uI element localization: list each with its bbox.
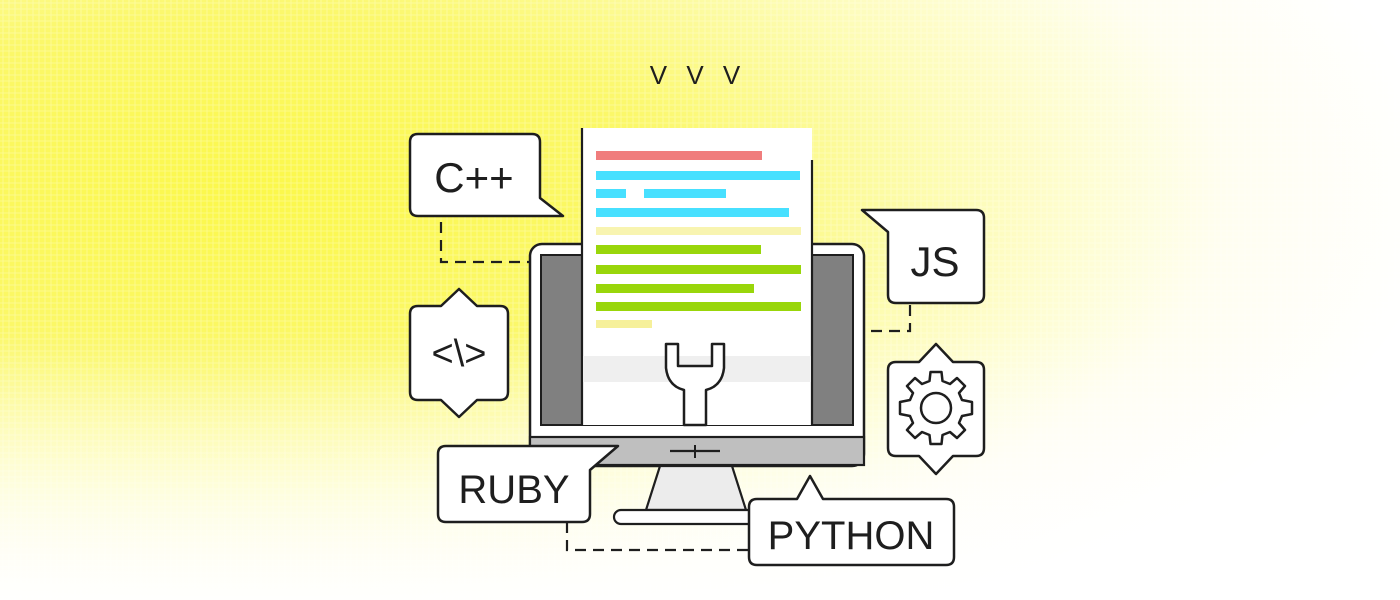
code-tag-label: <\> — [432, 333, 487, 375]
ruby-label: RUBY — [458, 468, 569, 512]
connector-cpp — [439, 222, 530, 264]
code-line — [596, 189, 626, 198]
code-line — [596, 302, 801, 311]
code-line — [596, 265, 801, 274]
cpp-label: C++ — [434, 154, 513, 201]
gear-badge — [886, 342, 986, 476]
code-line — [596, 227, 801, 235]
dashed-connectors — [439, 222, 912, 552]
code-line — [596, 151, 762, 160]
gear-icon — [898, 370, 974, 446]
wrench-icon — [664, 342, 726, 427]
code-line — [596, 245, 761, 254]
js-label: JS — [910, 238, 959, 285]
cpp-bubble: C++ — [408, 132, 565, 218]
js-bubble: JS — [860, 208, 986, 305]
ruby-bubble: RUBY — [436, 444, 620, 524]
code-brackets-icon: <\> — [408, 287, 510, 419]
code-line — [596, 171, 800, 180]
code-line — [596, 284, 754, 293]
connector-ruby-python — [565, 522, 749, 552]
connector-js — [866, 305, 912, 333]
python-label: PYTHON — [768, 514, 935, 558]
code-line — [644, 189, 726, 198]
python-bubble: PYTHON — [747, 474, 956, 567]
triple-chevron-down-icon: V V V — [650, 60, 746, 90]
code-line — [596, 208, 789, 217]
code-line — [596, 320, 652, 328]
